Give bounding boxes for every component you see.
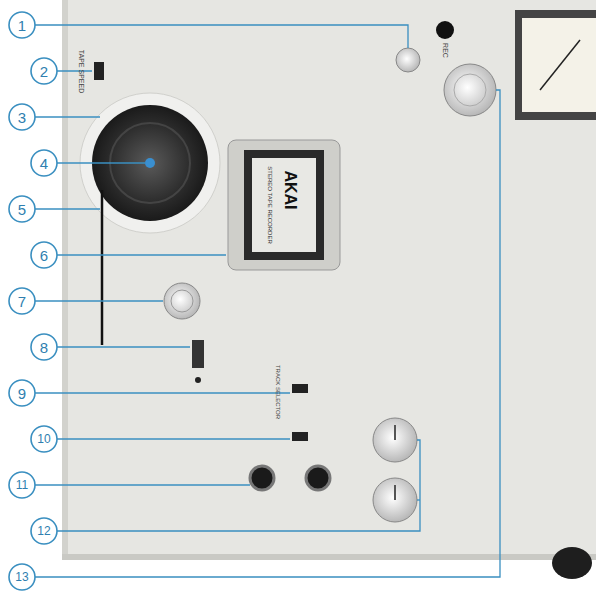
callout-number: 2 [40, 64, 48, 79]
callout-number: 1 [18, 18, 26, 33]
callout-number: 10 [37, 433, 50, 445]
callout-number: 13 [15, 571, 28, 583]
brand-name: AKAI [282, 170, 298, 209]
callout-number: 6 [40, 248, 48, 263]
panel-label: TRACK SELECTOR [275, 365, 281, 419]
callout-number: 5 [18, 202, 26, 217]
panel-label: REC [442, 43, 449, 58]
callout-number: 8 [40, 340, 48, 355]
callout-number: 4 [40, 156, 48, 171]
callout-number: 7 [18, 294, 26, 309]
panel-label: TAPE SPEED [78, 49, 85, 92]
callout-number: 9 [18, 386, 26, 401]
callout-number: 12 [37, 525, 50, 537]
callout-number: 11 [16, 479, 28, 491]
callout-number: 3 [18, 110, 26, 125]
model-text: STEREO TAPE RECORDER [267, 166, 273, 243]
